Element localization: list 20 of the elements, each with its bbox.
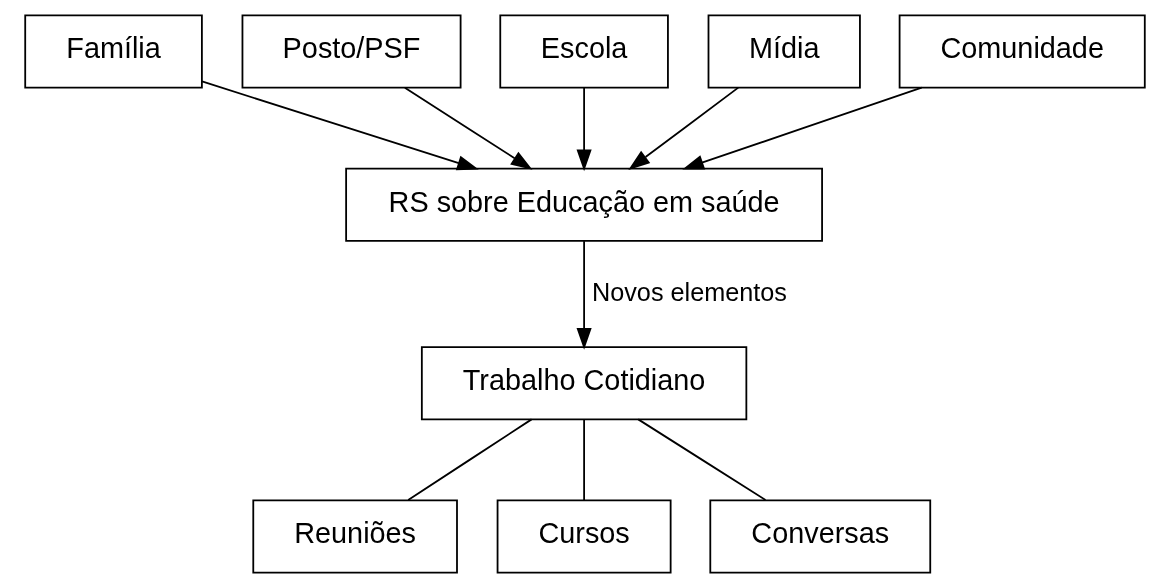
arrow bbox=[576, 240, 592, 350]
node-box: Trabalho Cotidiano bbox=[420, 346, 748, 421]
node-box: Família bbox=[24, 14, 203, 89]
connector bbox=[407, 418, 533, 501]
connector bbox=[637, 418, 767, 501]
node-box: Conversas bbox=[709, 499, 932, 574]
node-box: Reuniões bbox=[252, 499, 458, 574]
node-box: Comunidade bbox=[898, 14, 1146, 89]
node-box: RS sobre Educação em saúde bbox=[345, 167, 823, 242]
arrow bbox=[628, 86, 740, 170]
connector bbox=[583, 418, 585, 502]
node-box: Escola bbox=[499, 14, 669, 89]
arrow bbox=[576, 87, 592, 172]
arrow bbox=[201, 80, 479, 171]
edge-label: Novos elementos bbox=[591, 277, 787, 306]
node-box: Mídia bbox=[707, 14, 861, 89]
node-box: Cursos bbox=[496, 499, 672, 574]
arrow bbox=[404, 86, 533, 170]
node-box: Posto/PSF bbox=[241, 14, 462, 89]
arrow bbox=[682, 86, 923, 170]
